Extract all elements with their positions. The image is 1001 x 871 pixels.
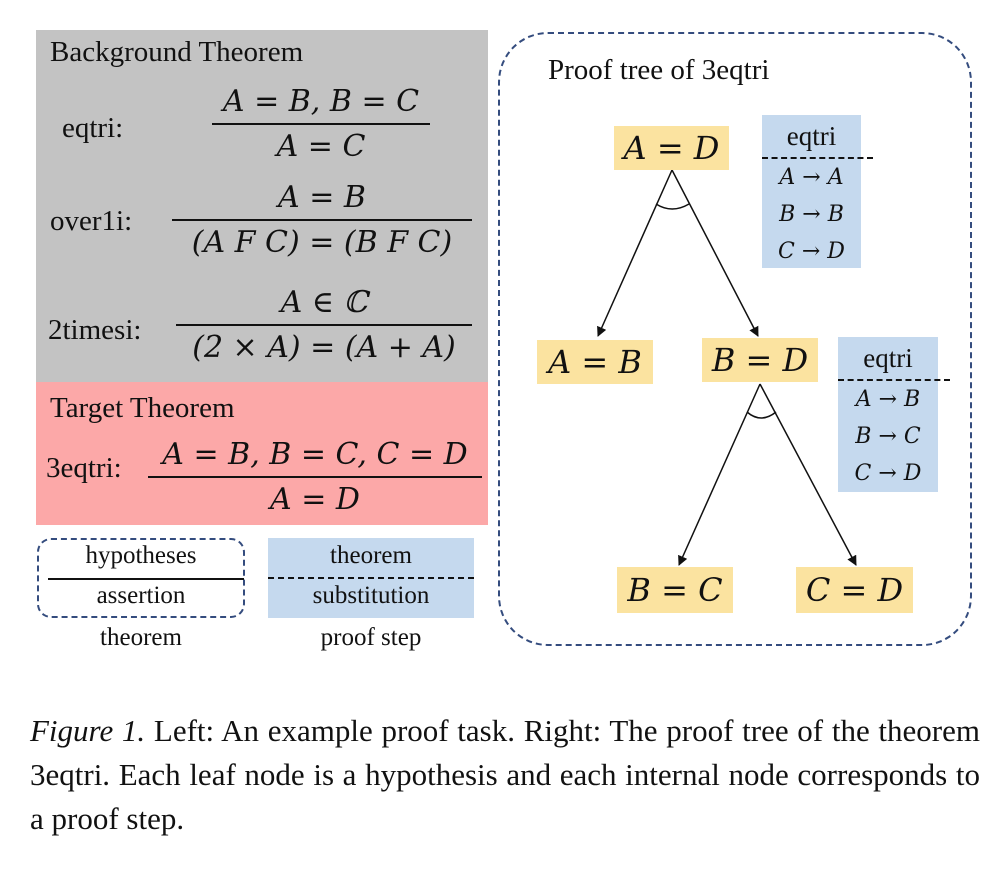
hypotheses: A = B, B = C: [222, 84, 420, 119]
substitution-item: A → A: [779, 165, 844, 190]
assertion: A = D: [270, 482, 360, 517]
inference-bar: [176, 324, 472, 326]
legend-dashed-divider: [268, 577, 474, 579]
step-theorem-label: eqtri: [786, 121, 837, 151]
step-dashed-divider: [762, 157, 873, 159]
legend-solid-divider: [48, 578, 244, 580]
arc-root: [655, 203, 690, 210]
figure-caption: Figure 1. Left: An example proof task. R…: [30, 709, 980, 841]
assertion: (2 × A) = (A + A): [192, 330, 456, 365]
arc-mid: [746, 411, 777, 419]
node-leaf-bc: B = C: [617, 567, 733, 613]
assertion: A = C: [276, 129, 366, 164]
edge-root-to-left: [597, 169, 673, 337]
node-mid: B = D: [702, 338, 818, 382]
step-dashed-divider: [838, 379, 950, 381]
step-theorem-label: eqtri: [863, 343, 913, 373]
theorem-rule-eqtri: A = B, B = C A = C: [212, 84, 430, 164]
proof-step-mid: eqtri A → B B → C C → D: [838, 337, 950, 492]
substitution-item: C → D: [778, 239, 845, 264]
inference-bar: [212, 123, 430, 125]
inference-bar: [172, 219, 472, 221]
target-theorem-heading: Target Theorem: [50, 392, 235, 424]
theorem-name-eqtri: eqtri:: [62, 112, 124, 144]
theorem-name-2timesi: 2timesi:: [48, 314, 142, 346]
node-leaf-cd: C = D: [796, 567, 913, 613]
proof-step-root: eqtri A → A B → B C → D: [762, 115, 873, 268]
hypotheses: A ∈ ℂ: [280, 285, 368, 320]
theorem-name-3eqtri: 3eqtri:: [46, 452, 122, 484]
edge-mid-to-bc: [678, 383, 761, 566]
substitution-item: B → B: [779, 202, 844, 227]
assertion: (A F C) = (B F C): [191, 225, 453, 260]
figure-label: Figure 1.: [30, 713, 146, 748]
inference-bar: [148, 476, 482, 478]
hypotheses: A = B, B = C, C = D: [162, 437, 468, 472]
legend-proof-step-caption: proof step: [320, 624, 422, 651]
legend-assertion-label: assertion: [96, 582, 186, 609]
background-theorem-panel: [36, 30, 488, 382]
theorem-rule-over1i: A = B (A F C) = (B F C): [172, 180, 472, 260]
edge-root-to-mid: [671, 169, 759, 337]
legend-hypotheses-label: hypotheses: [85, 542, 197, 569]
node-left-leaf: A = B: [537, 340, 653, 384]
caption-text: Left: An example proof task. Right: The …: [30, 713, 980, 836]
proof-tree-frame: [498, 32, 972, 646]
target-theorem-panel: [36, 382, 488, 525]
node-root: A = D: [614, 126, 729, 170]
hypotheses: A = B: [278, 180, 366, 215]
edge-mid-to-cd: [759, 383, 857, 566]
theorem-rule-3eqtri: A = B, B = C, C = D A = D: [148, 437, 482, 517]
proof-tree-title: Proof tree of 3eqtri: [548, 54, 770, 86]
legend-theorem-box: [37, 538, 245, 618]
substitution-item: B → C: [855, 424, 921, 449]
theorem-name-over1i: over1i:: [50, 205, 133, 237]
theorem-rule-2timesi: A ∈ ℂ (2 × A) = (A + A): [176, 285, 472, 365]
substitution-item: C → D: [854, 461, 922, 486]
legend-theorem-caption: theorem: [100, 624, 182, 651]
legend-step-theorem-label: theorem: [330, 542, 412, 569]
background-theorem-heading: Background Theorem: [50, 36, 304, 68]
legend-substitution-label: substitution: [312, 582, 430, 609]
substitution-item: A → B: [855, 387, 921, 412]
